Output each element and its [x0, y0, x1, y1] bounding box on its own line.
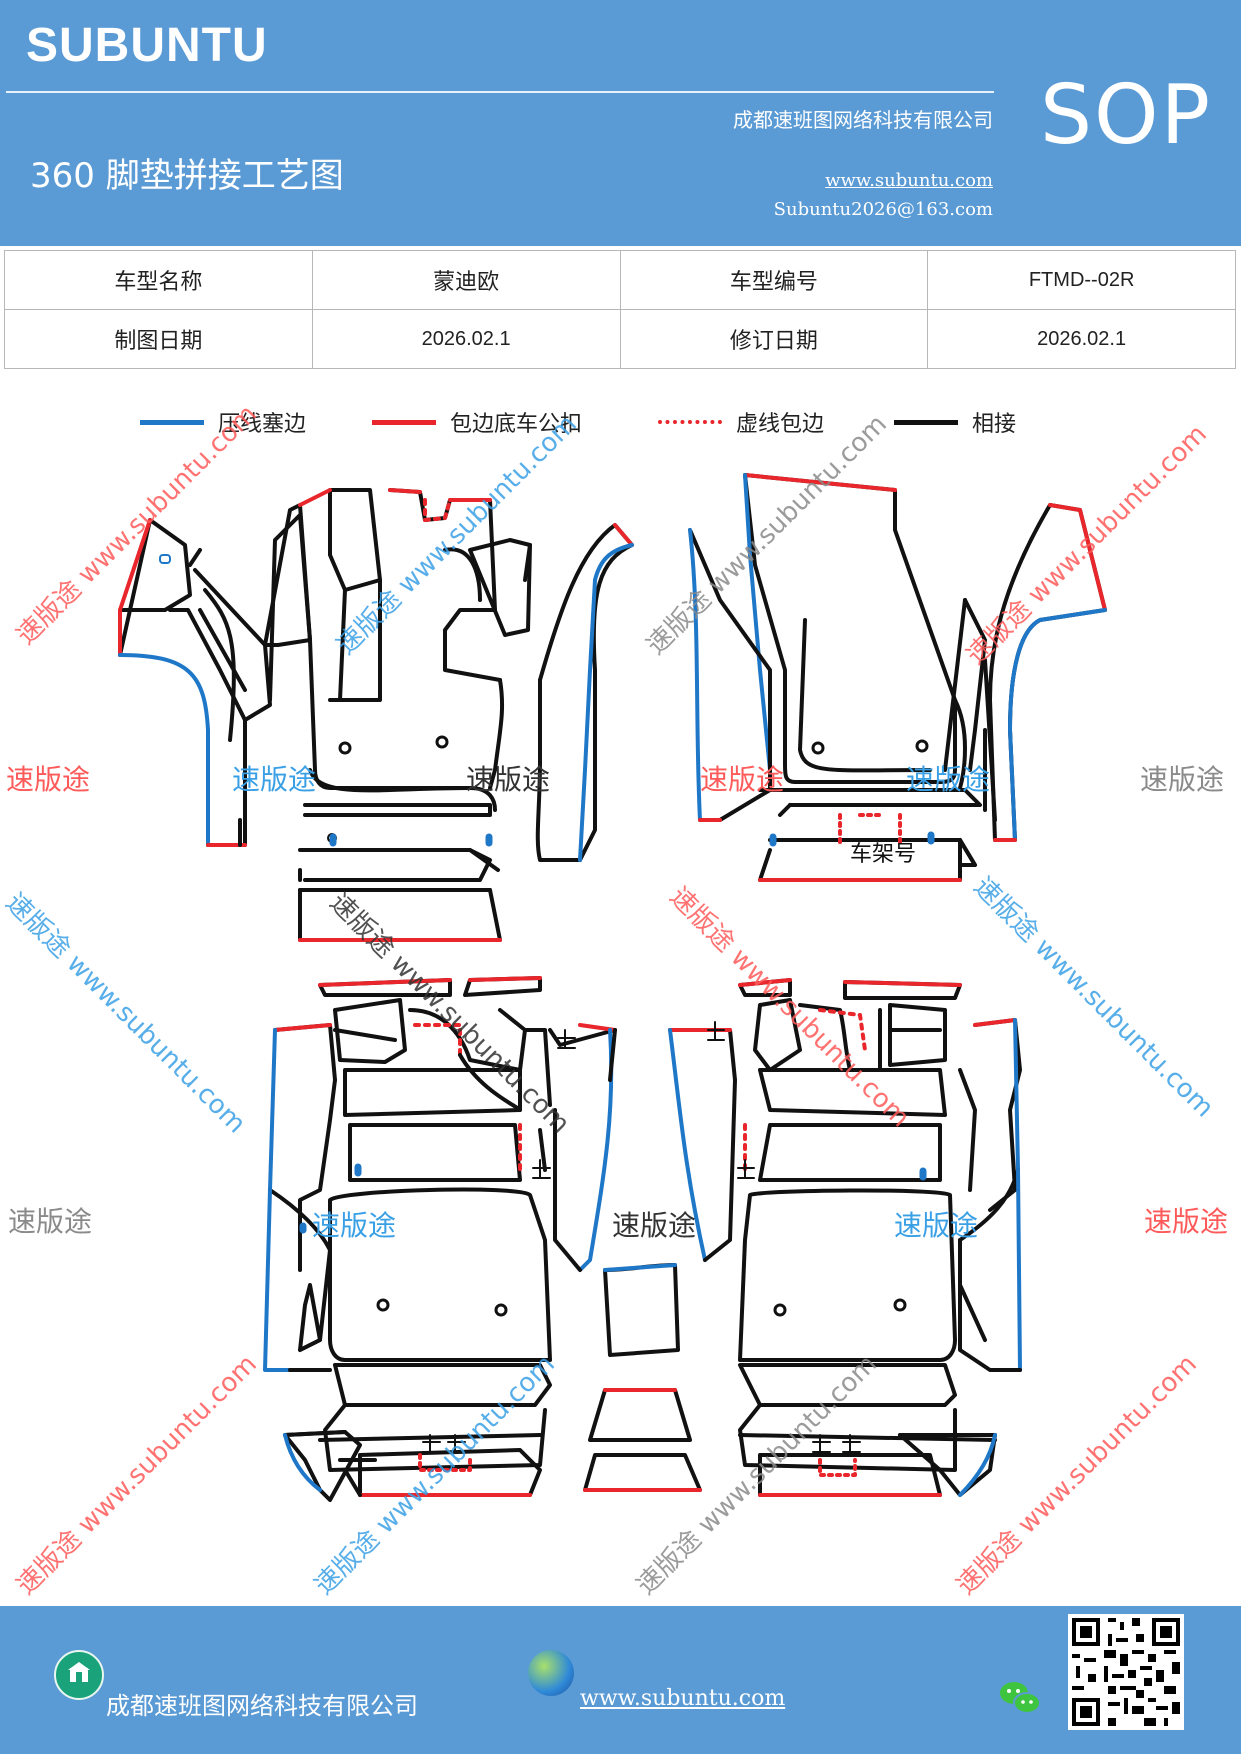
- rear-left-mat-set: [263, 976, 617, 1502]
- watermark-label: 速版途: [1144, 1205, 1229, 1238]
- legend-item-red-edge: 包边底车公扣: [372, 402, 582, 442]
- watermark-label: 速版途: [1140, 763, 1225, 796]
- watermark-label: 速版途: [894, 1209, 979, 1242]
- page-title: 360 脚垫拼接工艺图: [30, 156, 344, 196]
- legend-item-dotted-edge: 虚线包边: [658, 402, 824, 442]
- label-draw-date: 制图日期: [4, 309, 313, 369]
- value-draw-date: 2026.02.1: [311, 309, 621, 369]
- wechat-icon: [998, 1676, 1042, 1720]
- watermark-label: 速版途: [6, 763, 91, 796]
- footer-company-name: 成都速班图网络科技有限公司: [106, 1692, 418, 1720]
- label-model-code: 车型编号: [619, 250, 929, 310]
- center-tunnel-mats: [583, 1263, 702, 1492]
- company-icon: [54, 1650, 104, 1700]
- qr-code: [1068, 1614, 1184, 1730]
- value-model-code: FTMD--02R: [927, 250, 1236, 310]
- table-row: 制图日期 2026.02.1 修订日期 2026.02.1: [4, 309, 1236, 369]
- legend-label: 虚线包边: [736, 412, 825, 437]
- legend-swatch: [658, 420, 722, 424]
- watermark-label: 速版途: [232, 763, 317, 796]
- brand-logo: SUBUNTU: [26, 19, 268, 72]
- legend-swatch: [894, 419, 958, 425]
- legend-label: 相接: [972, 412, 1017, 437]
- sop-badge: SOP: [1040, 68, 1213, 163]
- frame-number-label: 车架号: [850, 842, 917, 867]
- header-divider: [6, 91, 994, 93]
- footer-bar: 成都速班图网络科技有限公司 www.subuntu.com: [0, 1606, 1241, 1754]
- email-text: Subuntu2026@163.com: [773, 199, 993, 220]
- legend-swatch: [372, 419, 436, 425]
- header-bar: SUBUNTU 成都速班图网络科技有限公司 360 脚垫拼接工艺图 www.su…: [0, 0, 1241, 246]
- watermark-label: 速版途: [466, 763, 551, 796]
- watermark-label: 速版途: [8, 1205, 93, 1238]
- legend-label: 压线塞边: [218, 412, 307, 437]
- website-link[interactable]: www.subuntu.com: [825, 170, 993, 191]
- watermark-label: 速版途: [906, 763, 991, 796]
- label-revise-date: 修订日期: [619, 309, 929, 369]
- label-model-name: 车型名称: [4, 250, 313, 310]
- watermark-label: 速版途: [312, 1209, 397, 1242]
- front-right-mat-set: [688, 473, 1107, 882]
- value-model-name: 蒙迪欧: [311, 250, 621, 310]
- legend-item-joint: 相接: [894, 402, 1016, 442]
- footer-website-link[interactable]: www.subuntu.com: [580, 1686, 786, 1711]
- legend-swatch: [140, 419, 204, 425]
- table-row: 车型名称 蒙迪欧 车型编号 FTMD--02R: [4, 250, 1236, 310]
- company-name: 成都速班图网络科技有限公司: [733, 108, 993, 132]
- legend-item-press-line: 压线塞边: [140, 402, 306, 442]
- joint-markers: [422, 1021, 861, 1453]
- watermark-label: 速版途: [700, 763, 785, 796]
- watermark-label: 速版途: [612, 1209, 697, 1242]
- info-table: 车型名称 蒙迪欧 车型编号 FTMD--02R 制图日期 2026.02.1 修…: [4, 250, 1236, 369]
- front-left-mat-set: [118, 488, 634, 942]
- globe-icon: [528, 1650, 574, 1696]
- floor-mat-drawing: [118, 473, 1107, 1502]
- rear-right-mat-set: [668, 978, 1022, 1497]
- legend-label: 包边底车公扣: [450, 412, 583, 437]
- value-revise-date: 2026.02.1: [927, 309, 1236, 369]
